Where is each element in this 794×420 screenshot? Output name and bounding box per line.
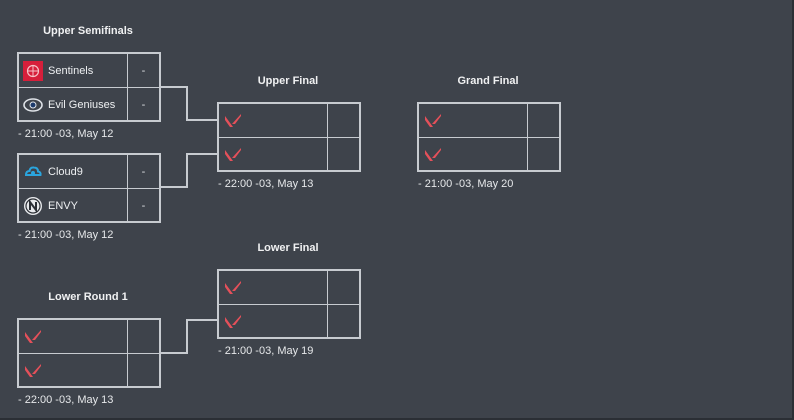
valorant-logo-icon — [23, 327, 43, 347]
team-name: Cloud9 — [48, 165, 83, 178]
team-score: - — [141, 64, 146, 77]
bracket-connector — [160, 186, 187, 188]
team-name: Evil Geniuses — [48, 98, 116, 111]
team-score: - — [141, 98, 146, 111]
round-title-lower-final: Lower Final — [257, 242, 319, 254]
team-name: ENVY — [48, 199, 78, 212]
evil-geniuses-logo-icon — [23, 95, 43, 115]
team-row-tbd[interactable] — [419, 104, 559, 137]
valorant-logo-icon — [423, 145, 443, 165]
team-score: - — [141, 165, 146, 178]
match-time: - 22:00 -03, May 13 — [18, 394, 114, 406]
match-upper-semifinal-2[interactable]: Cloud9 - ENVY - — [17, 153, 161, 223]
valorant-logo-icon — [223, 145, 243, 165]
sentinels-logo-icon — [23, 60, 43, 81]
match-lower-final[interactable] — [217, 269, 361, 339]
team-row-tbd[interactable] — [219, 104, 359, 137]
envy-logo-icon — [23, 196, 43, 216]
cloud9-logo-icon — [23, 162, 43, 182]
valorant-logo-icon — [223, 312, 243, 332]
round-title-upper-final: Upper Final — [257, 75, 319, 87]
valorant-logo-icon — [223, 278, 243, 298]
team-row-tbd[interactable] — [419, 138, 559, 171]
match-time: - 21:00 -03, May 12 — [18, 229, 114, 241]
match-divider — [219, 304, 359, 305]
match-divider — [19, 87, 159, 88]
bracket-connector — [160, 352, 187, 354]
match-time: - 21:00 -03, May 19 — [218, 345, 314, 357]
bracket-connector — [186, 119, 217, 121]
team-row-tbd[interactable] — [219, 305, 359, 338]
team-row-sentinels[interactable]: Sentinels - — [19, 54, 159, 87]
match-time: - 21:00 -03, May 20 — [418, 178, 514, 190]
team-row-tbd[interactable] — [219, 271, 359, 304]
match-grand-final[interactable] — [417, 102, 561, 172]
match-upper-final[interactable] — [217, 102, 361, 172]
match-time: - 22:00 -03, May 13 — [218, 178, 314, 190]
score-column-divider — [527, 104, 528, 170]
round-title-lower-round-1: Lower Round 1 — [48, 291, 128, 303]
bracket-connector — [186, 319, 188, 354]
bracket-connector — [186, 319, 217, 321]
score-column-divider — [327, 104, 328, 170]
match-divider — [219, 137, 359, 138]
match-upper-semifinal-1[interactable]: Sentinels - Evil Geniuses - — [17, 52, 161, 122]
round-title-grand-final: Grand Final — [457, 75, 519, 87]
team-row-tbd[interactable] — [219, 138, 359, 171]
score-column-divider — [127, 155, 128, 221]
match-lower-round-1[interactable] — [17, 318, 161, 388]
valorant-logo-icon — [23, 361, 43, 381]
bracket-connector — [186, 153, 188, 188]
match-divider — [19, 353, 159, 354]
score-column-divider — [327, 271, 328, 337]
team-row-tbd[interactable] — [19, 320, 159, 353]
round-title-upper-semifinals: Upper Semifinals — [43, 25, 133, 37]
team-name: Sentinels — [48, 64, 94, 77]
match-time: - 21:00 -03, May 12 — [18, 128, 114, 140]
team-row-evil-geniuses[interactable]: Evil Geniuses - — [19, 88, 159, 121]
match-divider — [419, 137, 559, 138]
team-row-envy[interactable]: ENVY - — [19, 189, 159, 222]
valorant-logo-icon — [223, 111, 243, 131]
team-row-cloud9[interactable]: Cloud9 - — [19, 155, 159, 188]
score-column-divider — [127, 54, 128, 120]
bracket-connector — [160, 86, 187, 88]
team-score: - — [141, 199, 146, 212]
bracket-connector — [186, 86, 188, 120]
team-row-tbd[interactable] — [19, 354, 159, 387]
valorant-logo-icon — [423, 111, 443, 131]
score-column-divider — [127, 320, 128, 386]
match-divider — [19, 188, 159, 189]
bracket-connector — [186, 153, 217, 155]
